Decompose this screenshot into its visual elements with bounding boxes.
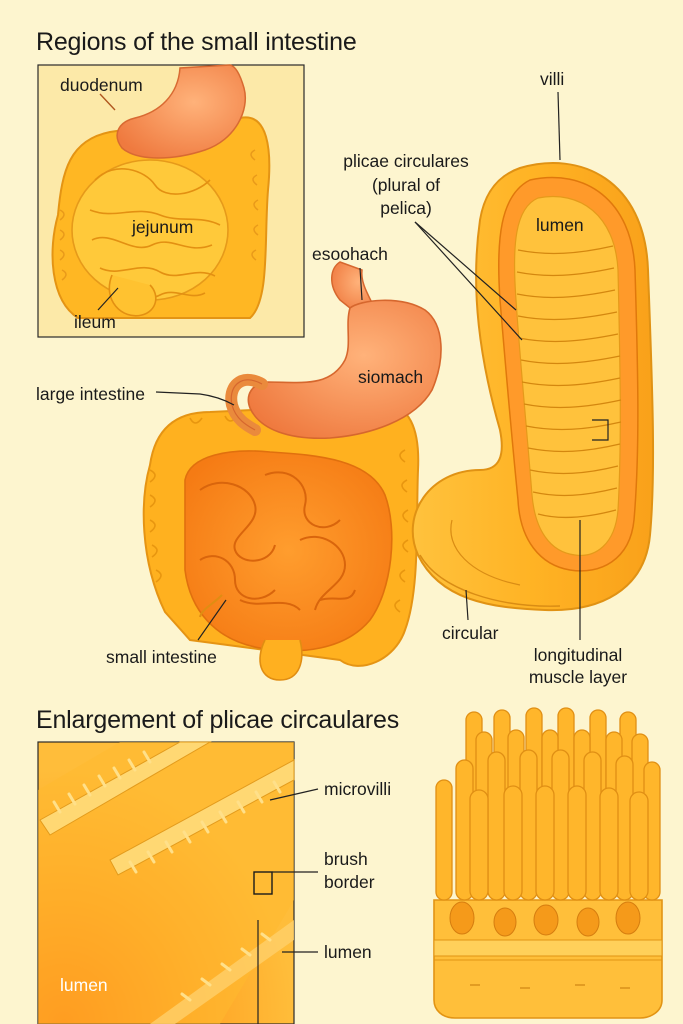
label-plicae-line3: pelica) — [380, 198, 432, 218]
label-small-intestine: small intestine — [106, 647, 217, 667]
label-large-intestine: large intestine — [36, 384, 145, 404]
label-brush-line1: brush — [324, 849, 368, 869]
label-longitudinal-line2: muscle layer — [528, 667, 628, 687]
label-esophagus: esoohach — [312, 244, 388, 264]
label-ileum: ileum — [74, 312, 116, 332]
label-plicae-line1: plicae circulares — [343, 151, 469, 171]
label-brush-line2: border — [324, 872, 375, 892]
label-lumen-tube: lumen — [536, 215, 584, 235]
label-microvilli: microvilli — [324, 779, 392, 799]
section-title-regions: Regions of the small intestine — [36, 28, 357, 56]
plicae-enlargement-inset — [37, 741, 319, 1024]
section-title-enlargement: Enlargement of plicae circaulares — [36, 706, 400, 734]
label-stomach: siomach — [358, 367, 424, 387]
intestine-cross-section — [411, 91, 655, 640]
label-duodenum: duodenum — [60, 75, 143, 95]
digestive-tract — [142, 261, 442, 681]
label-longitudinal-line1: longitudinal — [533, 645, 623, 665]
label-circular: circular — [442, 623, 499, 643]
label-jejunum: jejunum — [132, 217, 194, 237]
label-plicae-line2: (plural of — [371, 175, 441, 195]
label-lumen-right: lumen — [324, 942, 372, 962]
regions-inset — [37, 64, 305, 338]
label-villi: villi — [540, 69, 565, 89]
villi-block — [433, 707, 663, 1019]
label-lumen-inset: lumen — [60, 975, 108, 995]
